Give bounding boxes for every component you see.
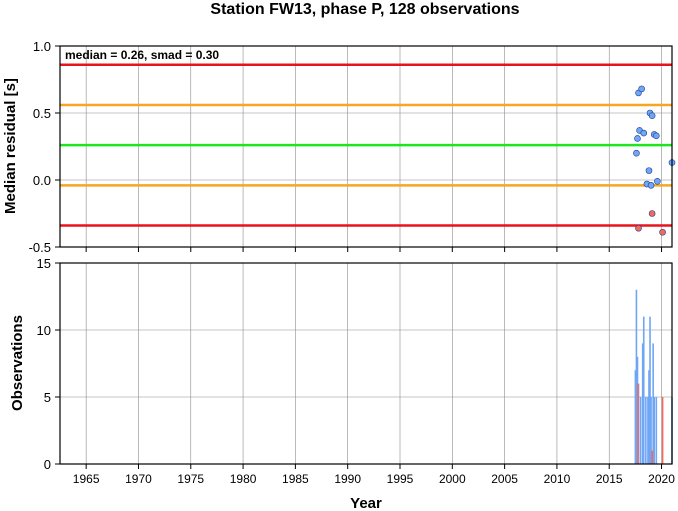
top-y-tick-label: -0.5	[29, 240, 51, 255]
scatter-point	[654, 178, 661, 185]
x-tick-label: 1980	[230, 472, 257, 486]
x-tick-label: 2005	[491, 472, 518, 486]
scatter-point	[645, 167, 653, 174]
top-scatter-points	[633, 85, 676, 236]
bottom-y-ticks: 0 5 10 15	[37, 256, 60, 472]
x-tick-label: 1990	[334, 472, 361, 486]
scatter-point	[648, 210, 656, 217]
stats-annotation: median = 0.26, smad = 0.30	[65, 48, 219, 62]
x-tick-label: 1975	[177, 472, 204, 486]
x-tick-label: 1965	[73, 472, 100, 486]
x-axis-label: Year	[350, 495, 382, 511]
bottom-y-tick-label: 10	[37, 323, 51, 338]
bottom-gridlines	[60, 262, 672, 465]
bottom-panel: 0 5 10 15 1965 1970 1975 1980 1985 1990 1995 2000 2…	[9, 256, 675, 511]
scatter-point	[659, 228, 666, 236]
x-tick-label: 2015	[596, 472, 623, 486]
x-tick-label: 1995	[387, 472, 414, 486]
x-tick-label: 2000	[439, 472, 466, 486]
top-y-axis-label: Median residual [s]	[2, 78, 19, 214]
bottom-y-tick-label: 15	[37, 256, 51, 271]
scatter-point	[653, 132, 660, 140]
x-tick-label: 2020	[648, 472, 675, 486]
top-panel: -0.5 0.0 0.5 1.0 median = 0.26, smad = 0.30…	[2, 39, 676, 255]
bottom-x-ticks: 1965 1970 1975 1980 1985 1990 1995 2000 2005 2010…	[73, 464, 675, 486]
top-gridlines	[60, 45, 672, 248]
scatter-point	[647, 182, 655, 189]
bottom-y-tick-label: 5	[44, 390, 51, 405]
x-tick-label: 1985	[282, 472, 309, 486]
scatter-point	[633, 149, 640, 157]
chart-title: Station FW13, phase P, 128 observations	[210, 1, 519, 18]
top-plot-frame	[59, 45, 673, 248]
scatter-point	[634, 135, 641, 142]
top-reference-lines	[60, 63, 672, 227]
top-y-tick-label: 1.0	[33, 39, 51, 54]
top-y-tick-label: 0.0	[33, 173, 51, 188]
x-tick-label: 2010	[544, 472, 571, 486]
top-x-ticks	[85, 247, 663, 252]
bottom-bars	[634, 289, 673, 464]
scatter-point	[635, 224, 642, 232]
bottom-plot-frame	[59, 262, 673, 465]
bottom-y-axis-label: Observations	[9, 315, 26, 411]
top-y-ticks: -0.5 0.0 0.5 1.0	[29, 39, 60, 255]
scatter-point	[640, 129, 648, 137]
bottom-y-tick-label: 0	[44, 457, 51, 472]
x-tick-label: 1970	[125, 472, 152, 486]
scatter-point	[648, 112, 656, 119]
scatter-point	[638, 85, 645, 93]
top-y-tick-label: 0.5	[33, 106, 51, 121]
